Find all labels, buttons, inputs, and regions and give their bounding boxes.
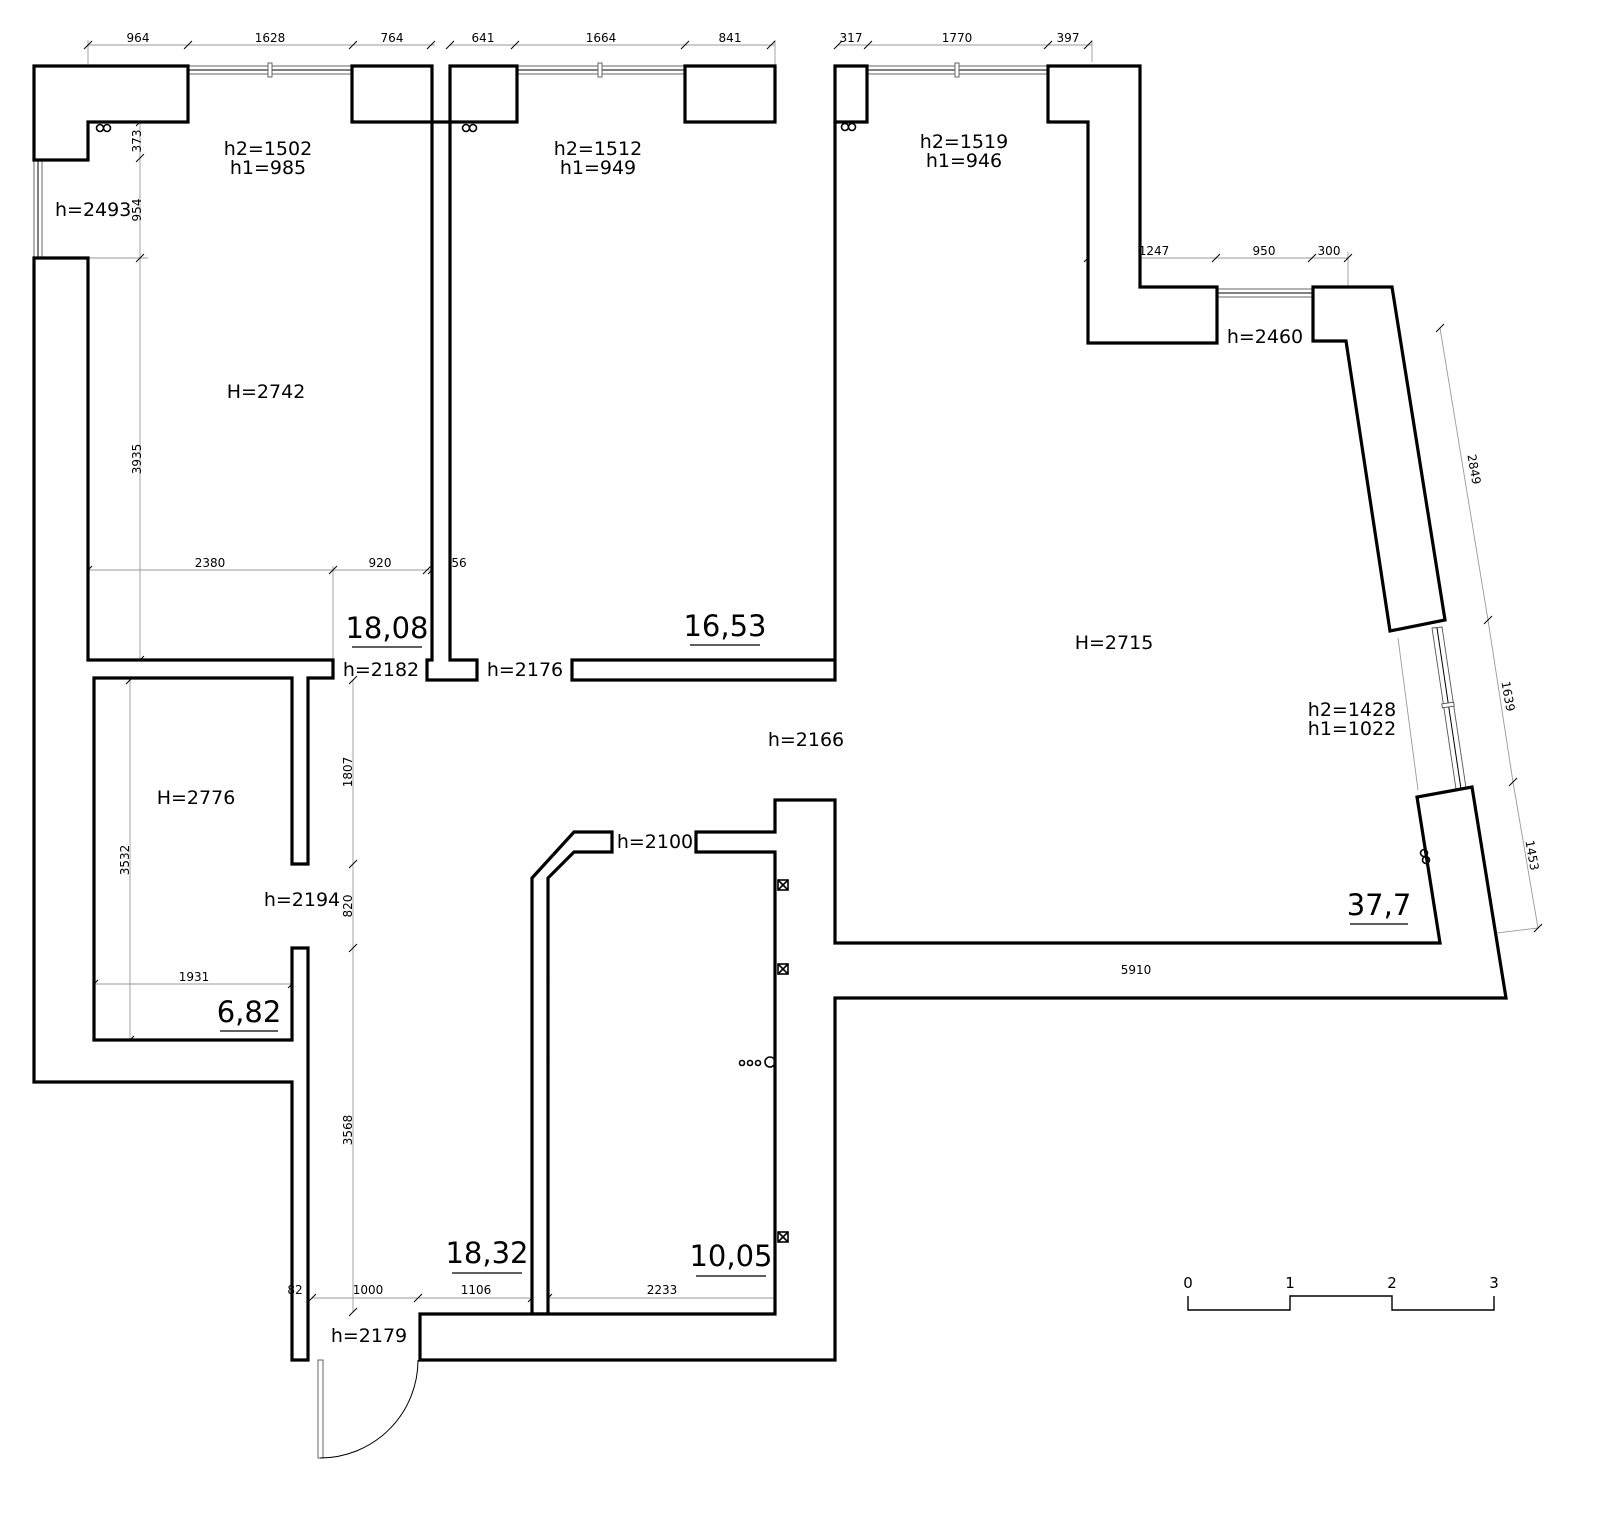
- room3-dim-5910: 5910: [1121, 963, 1152, 977]
- room1-window-height: h=2493: [55, 199, 131, 221]
- gas-riser-symbol: [738, 1056, 776, 1068]
- room3-side-window-h2: h2=1428: [1308, 699, 1396, 721]
- scale-bar: 0 1 2 3: [1183, 1274, 1499, 1311]
- kitchen-dim-2233: 2233: [647, 1283, 678, 1297]
- dim-317: 317: [840, 31, 863, 45]
- dim-1628: 1628: [255, 31, 286, 45]
- hall-dim-1000: 1000: [353, 1283, 384, 1297]
- room1-dim-920: 920: [369, 556, 392, 570]
- room1-dim-56: 56: [451, 556, 466, 570]
- room1-h2: h2=1502: [224, 138, 312, 160]
- room3-dim-1639: 1639: [1498, 680, 1517, 713]
- room3-dim-950: 950: [1253, 244, 1276, 258]
- room3-side-window-h1: h1=1022: [1308, 718, 1396, 740]
- room3-dim-1247: 1247: [1139, 244, 1170, 258]
- room4-dim-3532: 3532: [118, 845, 132, 876]
- entrance-door: [317, 1359, 419, 1459]
- room3-window-height: h=2460: [1227, 326, 1303, 348]
- dim-397: 397: [1057, 31, 1080, 45]
- infinity-symbol-4: [1419, 848, 1431, 865]
- scale-label-1: 1: [1285, 1274, 1295, 1292]
- room1-dim-954: 954: [130, 199, 144, 222]
- hall-dim-82: 82: [287, 1283, 302, 1297]
- walls: [32, 64, 1508, 1362]
- dim-964: 964: [127, 31, 150, 45]
- room-2: h2=1512 h1=949 16,53 h=2176: [487, 138, 767, 681]
- room1-area: 18,08: [345, 611, 428, 645]
- dim-1664: 1664: [586, 31, 617, 45]
- room3-dim-300: 300: [1318, 244, 1341, 258]
- corridor-door-height: h=2166: [768, 729, 844, 751]
- kitchen-area: 10,05: [689, 1239, 772, 1273]
- room2-h2: h2=1512: [554, 138, 642, 160]
- dim-841: 841: [719, 31, 742, 45]
- room4-ceiling-height: H=2776: [157, 787, 236, 809]
- room4-door-height: h=2194: [264, 889, 340, 911]
- scale-label-3: 3: [1489, 1274, 1499, 1292]
- room-1: h2=1502 h1=985 h=2493 H=2742 373 954 393…: [55, 130, 467, 681]
- room2-h1: h1=949: [560, 157, 636, 179]
- room1-dim-3935: 3935: [130, 444, 144, 475]
- room2-door-height: h=2176: [487, 659, 563, 681]
- vent-symbol-3: [777, 1231, 789, 1243]
- room3-dim-1453: 1453: [1522, 839, 1541, 872]
- hall: 3568 82 1000 1106 18,32 h=2179: [287, 1115, 528, 1347]
- room-4: H=2776 3532 1807 820 h=2194 1931 6,82: [118, 757, 355, 1032]
- room4-area: 6,82: [217, 995, 282, 1029]
- room3-h1: h1=946: [926, 150, 1002, 172]
- room1-dim-373: 373: [130, 130, 144, 153]
- vent-symbol-2: [777, 963, 789, 975]
- hall-area: 18,32: [445, 1236, 528, 1270]
- room3-dim-2849: 2849: [1464, 453, 1483, 486]
- room1-door-height: h=2182: [343, 659, 419, 681]
- top-dimension-labels: 964 1628 764 641 1664 841 317 1770 397: [127, 31, 1080, 45]
- entrance-door-height: h=2179: [331, 1325, 407, 1347]
- room3-ceiling-height: H=2715: [1075, 632, 1154, 654]
- room1-dim-2380: 2380: [195, 556, 226, 570]
- room3-h2: h2=1519: [920, 131, 1008, 153]
- vent-symbol-1: [777, 879, 789, 891]
- scale-label-2: 2: [1387, 1274, 1397, 1292]
- kitchen-door-height: h=2100: [617, 831, 693, 853]
- windows: [33, 62, 1467, 790]
- infinity-symbol-1: [95, 123, 112, 133]
- room3-area: 37,7: [1347, 888, 1412, 922]
- dim-1770: 1770: [942, 31, 973, 45]
- room1-ceiling-height: H=2742: [227, 381, 306, 403]
- hall-dim-1106: 1106: [461, 1283, 492, 1297]
- infinity-symbol-3: [840, 122, 857, 132]
- dim-764: 764: [381, 31, 404, 45]
- hall-dim-3568: 3568: [341, 1115, 355, 1146]
- room4-dim-1931: 1931: [179, 970, 210, 984]
- dim-641: 641: [472, 31, 495, 45]
- room-3: h2=1519 h1=946 1247 950 300 h=2460 2849 …: [920, 131, 1542, 977]
- scale-label-0: 0: [1183, 1274, 1193, 1292]
- room1-h1: h1=985: [230, 157, 306, 179]
- room2-area: 16,53: [683, 609, 766, 643]
- infinity-symbol-2: [461, 123, 478, 133]
- room4-dim-1807: 1807: [341, 757, 355, 788]
- kitchen: h=2100 2233 10,05: [617, 831, 773, 1297]
- room4-dim-820: 820: [341, 895, 355, 918]
